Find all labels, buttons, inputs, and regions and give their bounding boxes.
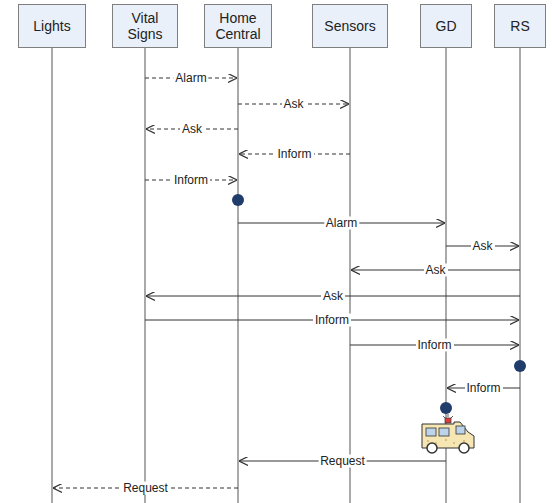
message-label: Ask [180,123,204,136]
message-label: Inform [172,174,210,187]
activation-dot [514,360,526,372]
participant-name: Lights [33,18,70,34]
message-label: Inform [313,314,351,327]
activation-dot [440,402,452,414]
lifeline [145,48,146,503]
message-label: Request [318,455,367,468]
lifeline [520,48,521,503]
message-label: Ask [281,98,305,111]
participant-name: GD [436,18,457,34]
message-label: Inform [415,339,453,352]
message-label: Request [121,482,170,495]
message-label: Alarm [173,72,208,85]
message-label: Ask [321,290,345,303]
lifeline [238,48,239,503]
message-label: Alarm [324,217,359,230]
participant-name: Sensors [324,18,375,34]
participant-box: RS [494,4,546,48]
participant-box: Lights [18,4,86,48]
participant-name: RS [510,18,529,34]
participant-name: Vital Signs [116,10,174,42]
message-label: Inform [464,382,502,395]
participant-box: Sensors [312,4,388,48]
participant-box: Home Central [204,4,272,48]
message-label: Ask [470,240,494,253]
message-label: Ask [423,264,447,277]
lifelines [52,48,520,503]
lifeline [350,48,351,503]
lifeline [52,48,53,503]
ambulance-icon [422,414,474,453]
participant-box: GD [420,4,472,48]
message-label: Inform [275,148,313,161]
activation-dot [232,194,244,206]
participant-box: Vital Signs [112,4,178,48]
participant-name: Home Central [208,10,268,42]
